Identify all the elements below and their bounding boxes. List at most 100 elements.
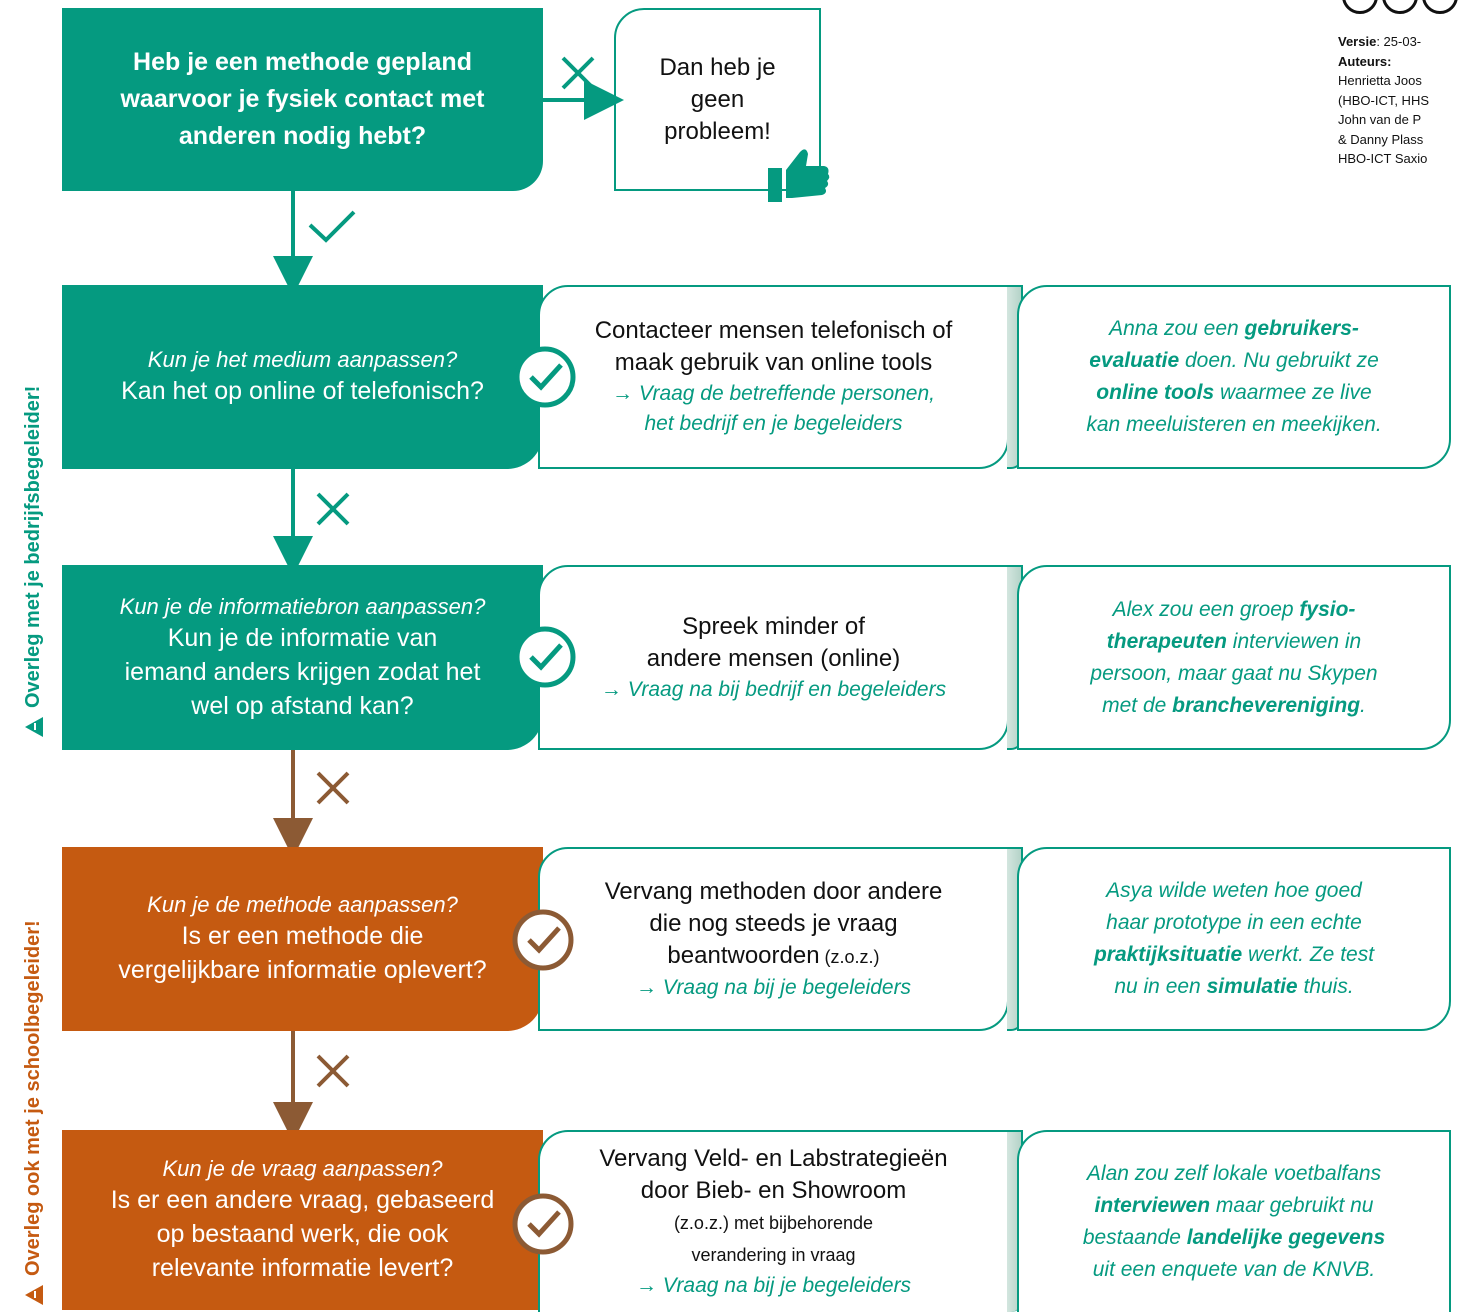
action-hint: → Vraag na bij je begeleiders (635, 975, 912, 999)
version-value: : 25-03- (1376, 34, 1422, 49)
action-line: Vervang methoden door andere (604, 877, 943, 905)
side-label-text: Overleg ook met je schoolbegeleider! (22, 920, 44, 1276)
question-italic: Kun je het medium aanpassen? (147, 347, 458, 372)
question-line: anderen nodig hebt? (178, 122, 427, 150)
action-line: Spreek minder of (682, 612, 865, 640)
example-run: haar prototype in een echte (1106, 911, 1362, 934)
example-run: thuis. (1297, 975, 1354, 998)
side-label-text: Overleg met je bedrijfsbegeleider! (22, 385, 44, 708)
example-card-medium: Anna zou een gebruikers-evaluatie doen. … (1017, 285, 1451, 469)
check-circle-icon (514, 346, 576, 408)
action-card-informatiebron: Spreek minder of andere mensen (online) … (538, 565, 1009, 750)
no-problem-line: Dan heb je (659, 53, 776, 81)
question-italic: Kun je de vraag aanpassen? (162, 1156, 443, 1181)
action-hint: → Vraag na bij bedrijf en begeleiders (600, 677, 947, 701)
no-problem-line: probleem! (664, 117, 771, 145)
question-text: Is er een andere vraag, gebaseerd (110, 1186, 495, 1214)
example-emphasis: landelijke gegevens (1186, 1226, 1386, 1249)
example-run: doen. Nu gebruikt ze (1179, 349, 1379, 372)
example-run: bestaande (1082, 1226, 1187, 1249)
example-emphasis: gebruikers- (1244, 317, 1359, 340)
version-block: Versie: 25-03- Auteurs: Henrietta Joos (… (1338, 32, 1429, 169)
question-line: Heb je een methode gepland (133, 48, 472, 76)
example-emphasis: therapeuten (1106, 629, 1227, 653)
question-text: iemand anders krijgen zodat het (124, 657, 481, 686)
action-line: door Bieb- en Showroom (640, 1177, 907, 1204)
action-line: beantwoorden (z.o.z.) (667, 940, 879, 973)
action-card-medium: Contacteer mensen telefonisch of maak ge… (538, 285, 1009, 469)
action-hint: → Vraag de betreffende personen, (611, 382, 935, 405)
question-text: wel op afstand kan? (191, 691, 414, 720)
cross-icon (316, 1054, 350, 1088)
action-hint: het bedrijf en je begeleiders (644, 412, 903, 435)
no-problem-box: Dan heb je geen probleem! (614, 8, 821, 191)
example-text: Anna zou een gebruikers-evaluatie doen. … (1086, 313, 1381, 441)
question-text: vergelijkbare informatie oplevert? (118, 956, 487, 984)
warning-icon (24, 1285, 43, 1305)
example-card-informatiebron: Alex zou een groep fysio-therapeuten int… (1017, 565, 1451, 750)
cross-icon (316, 492, 350, 526)
side-label-company: Overleg met je bedrijfsbegeleider! (22, 386, 45, 738)
example-text: Asya wilde weten hoe goed haar prototype … (1094, 875, 1374, 1003)
authors-label: Auteurs: (1338, 53, 1392, 69)
example-run: uit een enquete van de KNVB. (1092, 1258, 1376, 1281)
example-run: Alan zou zelf lokale voetbalfans (1086, 1162, 1382, 1185)
example-run: Asya wilde weten hoe goed (1106, 879, 1362, 902)
warning-icon (24, 717, 43, 737)
cross-icon (316, 771, 350, 805)
question-text: Kun je de informatie van (167, 623, 438, 652)
example-emphasis: evaluatie (1089, 349, 1180, 372)
check-circle-icon (512, 1193, 574, 1255)
version-line: Versie: 25-03- (1338, 32, 1429, 52)
check-icon (308, 210, 356, 243)
question-italic: Kun je de informatiebron aanpassen? (119, 593, 486, 619)
action-line: maak gebruik van online tools (614, 349, 933, 376)
example-card-vraag: Alan zou zelf lokale voetbalfans intervie… (1017, 1130, 1451, 1312)
example-card-methode: Asya wilde weten hoe goed haar prototype … (1017, 847, 1451, 1031)
example-text: Alan zou zelf lokale voetbalfans intervie… (1083, 1158, 1385, 1286)
example-run: interviewen in (1226, 629, 1362, 653)
example-emphasis: praktijksituatie (1093, 943, 1243, 966)
author-line: & Danny Plass (1338, 131, 1424, 147)
example-emphasis: simulatie (1206, 975, 1298, 998)
cross-icon (561, 56, 595, 90)
question-box-medium: Kun je het medium aanpassen? Kan het op … (62, 285, 543, 469)
cc-icon (1342, 0, 1458, 14)
example-text: Alex zou een groep fysio-therapeuten int… (1090, 594, 1377, 722)
check-circle-icon (514, 626, 576, 688)
example-emphasis: branchevereniging (1172, 693, 1361, 717)
action-small: (z.o.z.) (819, 946, 880, 967)
example-run: persoon, maar gaat nu Skypen (1090, 661, 1378, 685)
author-line: Henrietta Joos (1338, 73, 1422, 88)
example-run: met de (1102, 693, 1173, 717)
action-small: (z.o.z.) met bijbehorende (673, 1213, 874, 1233)
action-small: verandering in vraag (691, 1245, 856, 1265)
question-box-methode: Kun je de methode aanpassen? Is er een m… (62, 847, 543, 1031)
example-run: waarmee ze live (1214, 381, 1372, 404)
question-box-vraag: Kun je de vraag aanpassen? Is er een and… (62, 1130, 543, 1310)
question-text: Is er een methode die (181, 922, 424, 950)
author-line: HBO-ICT Saxio (1338, 151, 1428, 166)
author-line: John van de P (1338, 112, 1422, 127)
example-run: . (1360, 693, 1366, 717)
side-label-school: Overleg ook met je schoolbegeleider! (22, 920, 45, 1306)
example-emphasis: fysio- (1299, 597, 1356, 621)
example-run: Anna zou een (1109, 317, 1245, 340)
example-run: nu in een (1114, 975, 1207, 998)
example-run: werkt. Ze test (1242, 943, 1375, 966)
author-line: (HBO-ICT, HHS (1338, 92, 1429, 108)
question-text: relevante informatie levert? (151, 1254, 454, 1282)
action-main: beantwoorden (667, 941, 820, 969)
question-text: Kan het op online of telefonisch? (121, 377, 484, 405)
thumbs-up-icon (768, 149, 830, 202)
question-italic: Kun je de methode aanpassen? (147, 892, 458, 917)
example-emphasis: interviewen (1094, 1194, 1211, 1217)
action-card-vraag: Vervang Veld- en Labstrategieën door Bie… (538, 1130, 1009, 1312)
action-line: andere mensen (online) (646, 644, 901, 672)
example-run: maar gebruikt nu (1210, 1194, 1374, 1217)
version-label: Versie (1338, 34, 1377, 49)
question-text: op bestaand werk, die ook (156, 1220, 449, 1248)
question-line: waarvoor je fysiek contact met (120, 85, 485, 113)
action-hint: → Vraag na bij je begeleiders (635, 1274, 912, 1297)
